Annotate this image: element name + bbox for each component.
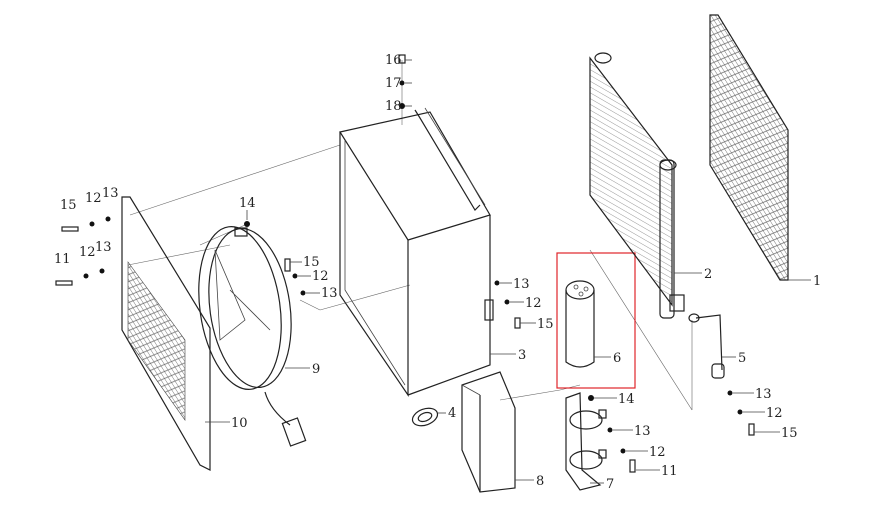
label-13: 13 — [513, 277, 530, 292]
label-11: 11 — [661, 464, 678, 479]
label-7: 7 — [606, 477, 614, 492]
label-1: 1 — [813, 274, 821, 289]
label-13: 13 — [634, 424, 651, 439]
label-14: 14 — [618, 392, 635, 407]
part-2-condenser — [589, 52, 685, 319]
part-6-receiver-drier — [556, 252, 636, 389]
part-labels: 16 17 18 15 12 13 11 12 13 14 15 12 13 1… — [54, 53, 821, 492]
assembly-guide-lines — [127, 60, 693, 411]
part-9-fan — [198, 226, 307, 447]
label-15: 15 — [60, 198, 77, 213]
label-13: 13 — [755, 387, 772, 402]
label-15: 15 — [303, 255, 320, 270]
part-8-cover — [461, 371, 516, 493]
label-2: 2 — [704, 267, 712, 282]
label-13: 13 — [102, 186, 119, 201]
label-12: 12 — [649, 445, 666, 460]
label-3: 3 — [518, 348, 526, 363]
part-10-front-grille — [121, 196, 211, 471]
label-15: 15 — [781, 426, 798, 441]
label-9: 9 — [312, 362, 320, 377]
label-17: 17 — [385, 76, 402, 91]
label-12: 12 — [85, 191, 102, 206]
label-16: 16 — [385, 53, 402, 68]
label-12: 12 — [766, 406, 783, 421]
part-3-housing — [339, 107, 494, 397]
label-12: 12 — [312, 269, 329, 284]
label-15: 15 — [537, 317, 554, 332]
label-5: 5 — [738, 351, 746, 366]
part-1-rear-grille — [709, 14, 789, 281]
label-18: 18 — [385, 99, 402, 114]
label-10: 10 — [231, 416, 248, 431]
label-6: 6 — [613, 351, 621, 366]
label-12: 12 — [525, 296, 542, 311]
label-11: 11 — [54, 252, 71, 267]
part-5-pipe — [688, 313, 725, 379]
fasteners — [55, 54, 755, 473]
label-8: 8 — [536, 474, 544, 489]
part-7-bracket — [565, 392, 607, 491]
label-12: 12 — [79, 245, 96, 260]
label-14: 14 — [239, 196, 256, 211]
highlight-box — [556, 252, 636, 389]
label-4: 4 — [448, 406, 456, 421]
part-4-grommet — [411, 407, 439, 427]
leader-lines — [205, 59, 811, 484]
label-13: 13 — [321, 286, 338, 301]
label-13: 13 — [95, 240, 112, 255]
